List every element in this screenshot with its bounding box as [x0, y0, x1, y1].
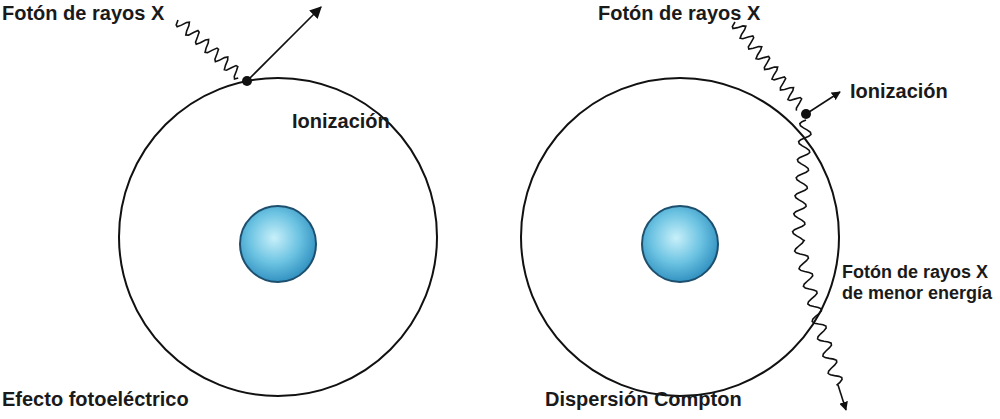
photon-label: Fotón de rayos X: [2, 2, 164, 25]
electron-shell: [119, 78, 437, 396]
ejected-electron-arrow: [247, 7, 321, 81]
photon-wave: [176, 20, 238, 79]
photon-wave: [732, 22, 801, 111]
ionization-label: Ionización: [292, 110, 390, 133]
ejected-electron-arrow: [806, 92, 840, 114]
electron-shell: [521, 78, 839, 396]
scattered-photon-arrow: [838, 385, 846, 410]
nucleus: [240, 206, 316, 282]
scattered-photon-label: Fotón de rayos X de menor energía: [842, 262, 997, 303]
electron-dot: [801, 109, 811, 119]
photon-label: Fotón de rayos X: [598, 2, 760, 25]
ionization-label: Ionización: [850, 80, 948, 103]
electron-dot: [242, 76, 252, 86]
nucleus: [642, 206, 718, 282]
scattered-photon-wave: [793, 120, 842, 385]
effect-title: Efecto fotoeléctrico: [2, 388, 189, 411]
effect-title: Dispersión Compton: [545, 388, 742, 411]
